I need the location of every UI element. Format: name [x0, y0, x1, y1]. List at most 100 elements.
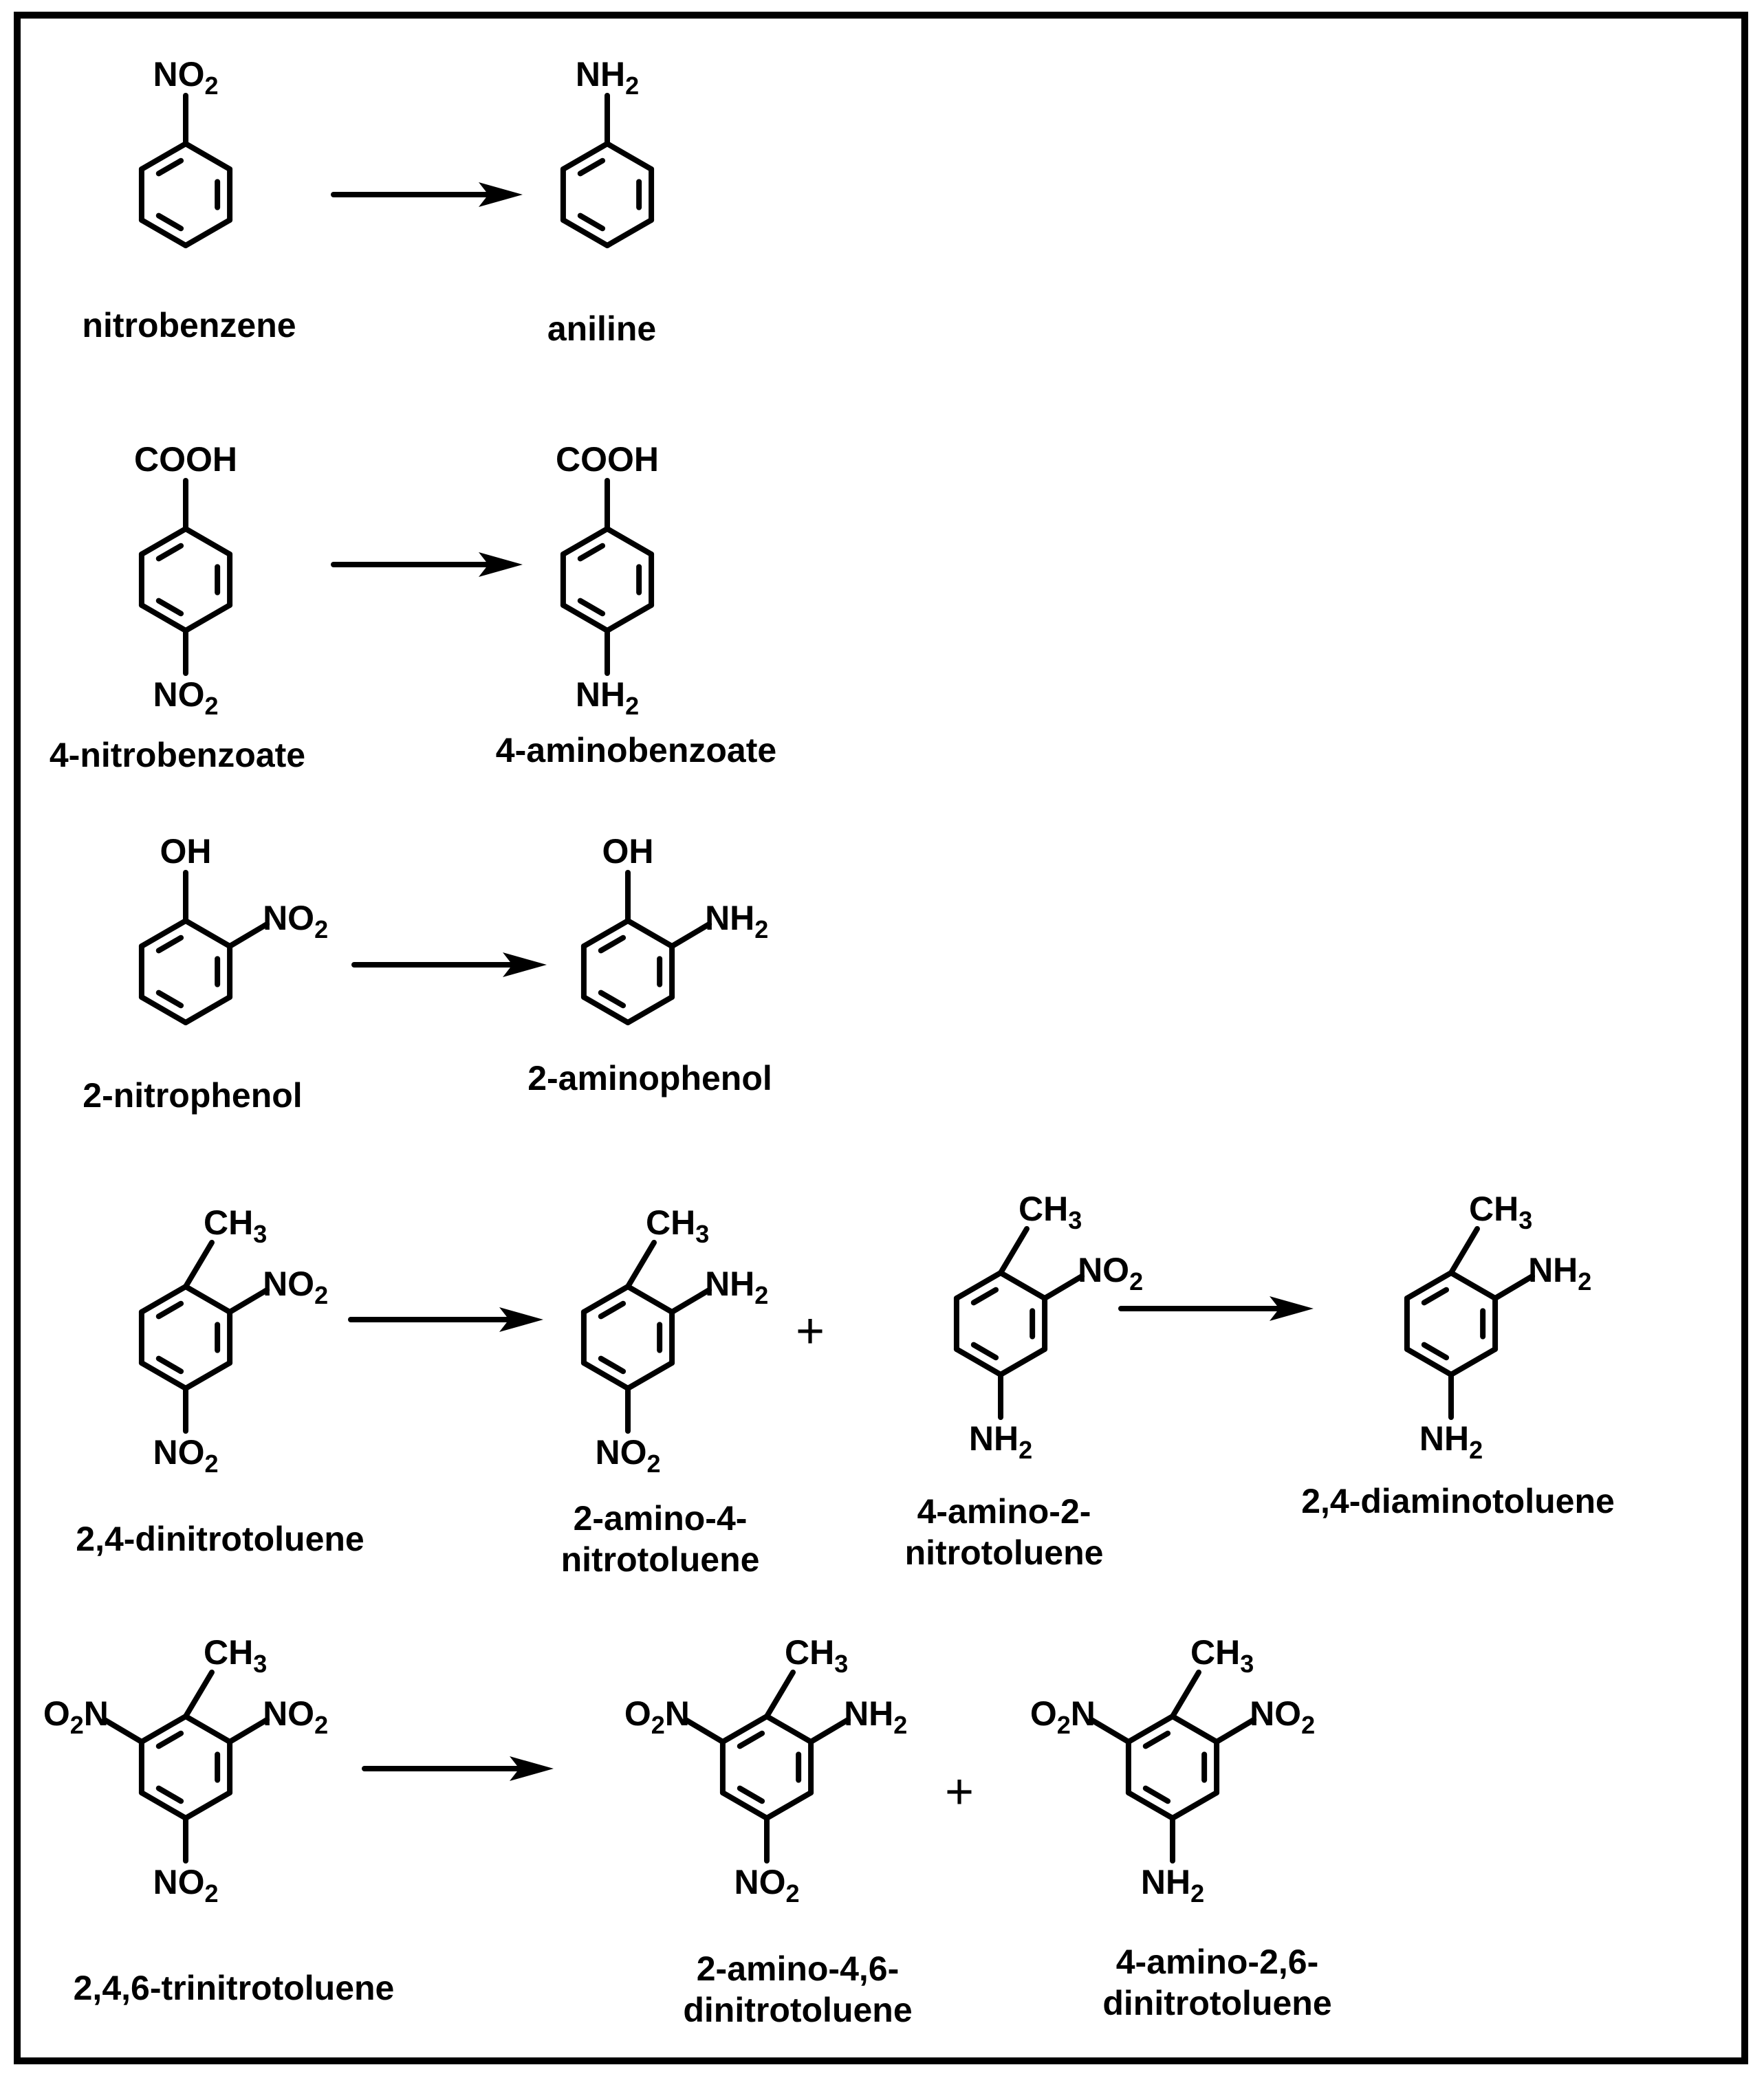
ring-bond [560, 217, 610, 248]
ring-bond [183, 141, 233, 172]
ring-bond [560, 526, 610, 557]
substituent-upper-right: NO2 [263, 1694, 328, 1739]
ring-bond [183, 1714, 233, 1745]
substituent-bond [808, 1717, 851, 1745]
substituent-top: COOH [556, 440, 659, 479]
substituent-bond [764, 1670, 796, 1719]
substituent-bond [669, 1287, 712, 1315]
plus-sign: + [945, 1764, 974, 1820]
ring-bond [998, 1270, 1048, 1301]
substituent-bond [682, 1717, 726, 1745]
ring-bond [625, 918, 675, 949]
substituent-top: CH3 [204, 1203, 267, 1248]
frame-border [14, 12, 1748, 2064]
substituent-bond [998, 1226, 1030, 1276]
compound-name: 2-aminophenol [527, 1059, 772, 1097]
plus-sign: + [796, 1304, 825, 1359]
double-bond-line [155, 157, 184, 177]
double-bond-line [577, 543, 606, 562]
substituent-top: CH3 [1019, 1190, 1082, 1234]
substituent-upper-right: NH2 [1528, 1251, 1591, 1296]
ring-bond [138, 1360, 188, 1391]
double-bond-line [577, 212, 606, 232]
arrow-head [1270, 1296, 1314, 1321]
ring-bond [138, 602, 188, 633]
ring-bond [998, 1346, 1048, 1377]
reaction-arrow [351, 952, 547, 977]
substituent-top: CH3 [785, 1633, 848, 1678]
substituent-upper-right: NO2 [1078, 1251, 1143, 1296]
double-bond-line [737, 1730, 765, 1749]
compound-name: 4-nitrobenzoate [50, 736, 305, 774]
compound-name: aniline [547, 309, 656, 348]
ring-bond [1170, 1714, 1220, 1745]
substituent-bond [1492, 1274, 1536, 1301]
substituent-top: COOH [134, 440, 237, 479]
molecule: NO2 [138, 55, 233, 248]
double-bond-line [155, 212, 184, 232]
substituent-upper-left: O2N [624, 1694, 690, 1739]
ring-bond [560, 602, 610, 633]
reaction-arrow [331, 552, 523, 577]
substituent-bond [1170, 1670, 1201, 1719]
ring-bond [605, 141, 655, 172]
substituent-top: OH [160, 832, 212, 871]
double-bond-line [598, 990, 627, 1009]
double-bond-line [970, 1342, 999, 1361]
ring-bond [580, 918, 631, 949]
reaction-arrow [348, 1307, 543, 1332]
ring-bond [183, 1284, 233, 1315]
substituent-bottom: NH2 [1141, 1863, 1204, 1908]
substituent-upper-left: O2N [1030, 1694, 1096, 1739]
substituent-top: CH3 [1190, 1633, 1254, 1678]
molecule: COOH NH2 [556, 440, 659, 720]
compound-name: 2-nitrophenol [83, 1076, 302, 1115]
substituent-top: NO2 [153, 55, 218, 100]
ring-bond [580, 1360, 631, 1391]
substituent-bond [101, 1717, 144, 1745]
compound-name: 4-amino-2-nitrotoluene [905, 1492, 1104, 1572]
substituent-top: CH3 [1469, 1190, 1532, 1234]
substituent-bond [227, 1287, 270, 1315]
double-bond-line [155, 935, 184, 954]
ring-bond [953, 1270, 1003, 1301]
substituent-bond [669, 921, 712, 949]
ring-bond [719, 1790, 770, 1821]
ring-bond [138, 1714, 188, 1745]
substituent-upper-right: NO2 [263, 1265, 328, 1309]
substituent-bottom: NO2 [734, 1863, 799, 1908]
ring-bond [580, 994, 631, 1025]
substituent-bottom: NH2 [969, 1419, 1032, 1464]
arrow-head [510, 1756, 554, 1781]
substituent-bottom: NH2 [1419, 1419, 1483, 1464]
ring-bond [560, 141, 610, 172]
ring-bond [138, 994, 188, 1025]
substituent-bond [1214, 1717, 1257, 1745]
double-bond-line [155, 1785, 184, 1804]
substituent-bond [183, 1240, 215, 1289]
ring-bond [1125, 1790, 1175, 1821]
substituent-bond [625, 1240, 657, 1289]
substituent-upper-right: NO2 [1250, 1694, 1315, 1739]
compound-name: 2-amino-4,6-dinitrotoluene [683, 1949, 912, 2029]
arrow-head [503, 952, 547, 977]
arrow-head [479, 182, 523, 207]
compound-name: nitrobenzene [82, 306, 296, 345]
ring-bond [138, 1790, 188, 1821]
double-bond-line [1142, 1785, 1171, 1804]
double-bond-line [577, 157, 606, 177]
ring-bond [138, 918, 188, 949]
ring-bond [625, 1360, 675, 1391]
substituent-bottom: NH2 [576, 675, 639, 720]
ring-bond [138, 217, 188, 248]
compound-name: 2,4,6-trinitrotoluene [74, 1969, 395, 2007]
substituent-bond [1088, 1717, 1131, 1745]
ring-bond [580, 1284, 631, 1315]
compound-name: 4-amino-2,6-dinitrotoluene [1102, 1943, 1331, 2022]
